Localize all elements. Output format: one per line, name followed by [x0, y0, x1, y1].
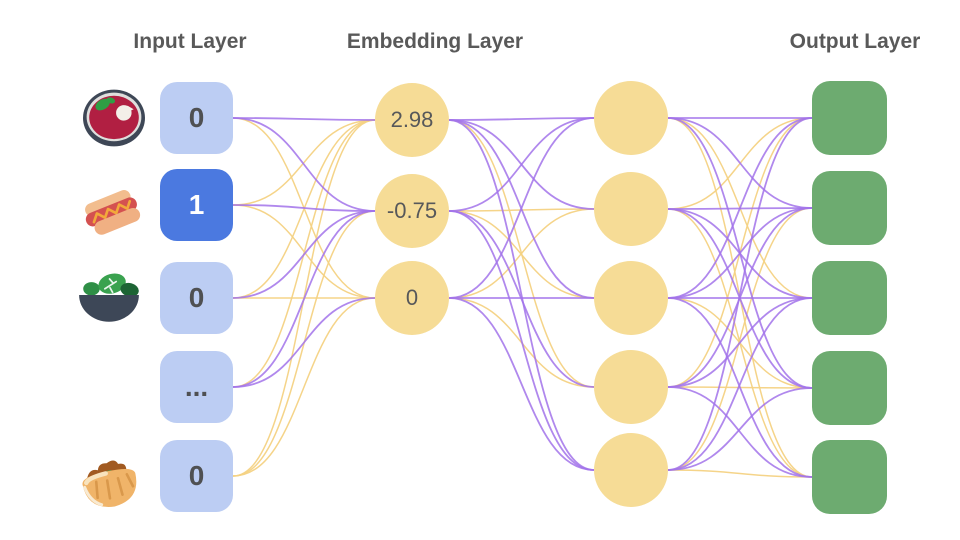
- output-node-3: [812, 261, 887, 335]
- output-node-5: [812, 440, 887, 514]
- embedding-node-2: -0.75: [375, 174, 449, 248]
- output-node-1: [812, 81, 887, 155]
- output-node-2: [812, 171, 887, 245]
- output-node-4: [812, 351, 887, 425]
- output-layer-header: Output Layer: [789, 30, 921, 53]
- pita-icon: [77, 448, 143, 512]
- input-layer-header: Input Layer: [133, 30, 247, 53]
- hidden-node-4: [594, 350, 668, 424]
- input-node-4: ...: [160, 351, 233, 423]
- hidden-node-3: [594, 261, 668, 335]
- embedding-layer-header: Embedding Layer: [346, 30, 524, 53]
- embedding-node-1: 2.98: [375, 83, 449, 157]
- hidden-node-5: [594, 433, 668, 507]
- embedding-node-3: 0: [375, 261, 449, 335]
- input-node-3: 0: [160, 262, 233, 334]
- hidden-node-1: [594, 81, 668, 155]
- hotdog-icon: [74, 179, 148, 243]
- hidden-node-2: [594, 172, 668, 246]
- input-node-1: 0: [160, 82, 233, 154]
- salad-icon: [76, 268, 142, 324]
- borscht-icon: [80, 87, 148, 149]
- input-node-2: 1: [160, 169, 233, 241]
- input-node-5: 0: [160, 440, 233, 512]
